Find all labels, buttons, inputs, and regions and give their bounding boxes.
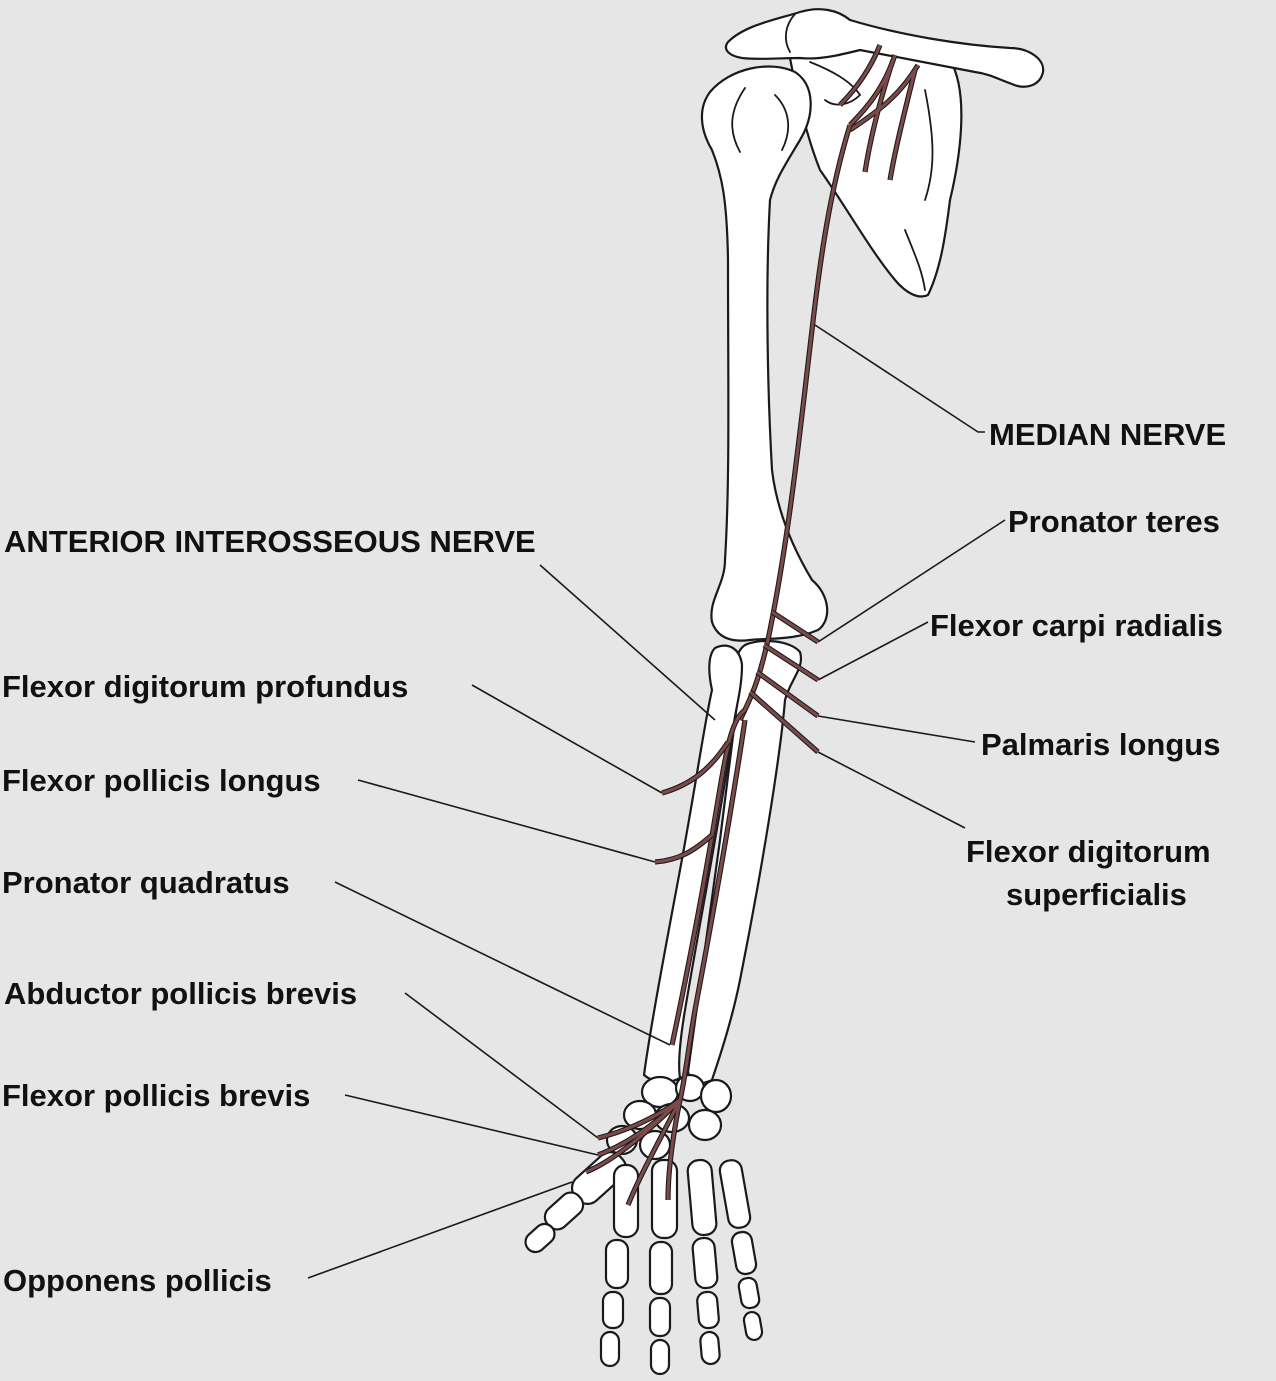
label-fds-line1: Flexor digitorum — [966, 834, 1211, 869]
label-flexor-carpi-radialis: Flexor carpi radialis — [930, 608, 1223, 643]
leader-pronator-teres — [817, 519, 1006, 643]
finger-bones — [599, 1158, 764, 1376]
leader-flexor-carpi-radialis — [817, 621, 929, 681]
leader-fds — [817, 751, 966, 829]
leader-median-nerve — [814, 324, 985, 433]
leader-apb — [404, 992, 599, 1139]
leader-fpl — [357, 779, 656, 863]
median-nerve — [584, 44, 921, 1206]
label-palmaris-longus: Palmaris longus — [981, 727, 1220, 762]
labels: MEDIAN NERVE Pronator teres Flexor carpi… — [2, 417, 1226, 1298]
humerus — [700, 65, 829, 642]
label-fpb: Flexor pollicis brevis — [2, 1078, 310, 1113]
label-apb: Abductor pollicis brevis — [4, 976, 357, 1011]
leader-anterior-interosseous — [539, 564, 716, 721]
label-median-nerve: MEDIAN NERVE — [989, 417, 1226, 452]
clavicle — [724, 8, 1045, 88]
leader-opponens — [307, 1181, 573, 1279]
label-fds-line2: superficialis — [1006, 877, 1187, 912]
label-pronator-quadratus: Pronator quadratus — [2, 865, 290, 900]
thumb-bones — [524, 1151, 628, 1254]
leader-pronator-quadratus — [334, 881, 671, 1046]
leader-palmaris-longus — [817, 715, 976, 743]
scapula — [788, 39, 963, 298]
label-fpl: Flexor pollicis longus — [2, 763, 321, 798]
label-anterior-interosseous-nerve: ANTERIOR INTEROSSEOUS NERVE — [4, 524, 536, 559]
label-opponens: Opponens pollicis — [3, 1263, 272, 1298]
arm-skeleton — [524, 8, 1045, 1376]
leader-lines — [307, 324, 1006, 1279]
label-fdp: Flexor digitorum profundus — [2, 669, 408, 704]
leader-fdp — [471, 684, 663, 794]
label-pronator-teres: Pronator teres — [1008, 504, 1220, 539]
leader-fpb — [344, 1094, 599, 1156]
